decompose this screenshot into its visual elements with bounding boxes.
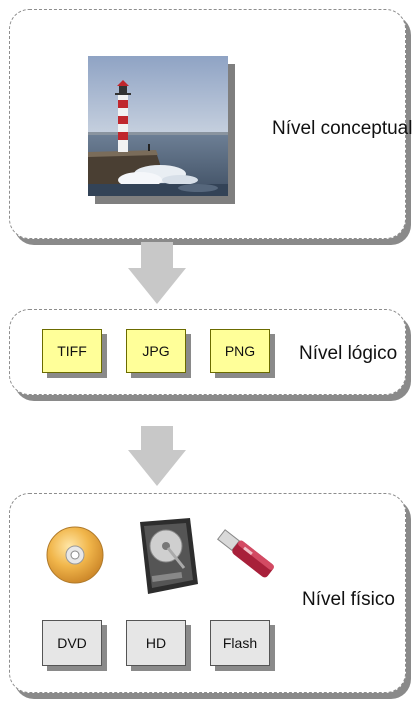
jpg-format-box: JPG [126,329,186,373]
logical-level-label: Nível lógico [299,343,398,364]
tiff-format-box: TIFF [42,329,102,373]
hd-media-box: HD [126,620,186,666]
physical-level-label: Nível físico [302,589,395,610]
dvd-media-box: DVD [42,620,102,666]
usb-flash-drive-icon [217,529,274,578]
dvd-disc-icon [46,526,104,584]
logical-level-panel: TIFF JPG PNG Nível lógico [9,309,406,395]
down-arrow-icon [128,242,186,304]
flash-media-box: Flash [210,620,270,666]
conceptual-level-label: Nível conceptual [272,118,413,139]
down-arrow-icon [128,426,186,486]
png-format-box: PNG [210,329,270,373]
conceptual-level-panel: Nível conceptual [9,9,412,239]
hard-drive-icon [140,518,198,594]
lighthouse-photo [88,56,228,196]
physical-level-panel: DVD HD Flash Nível físico [9,493,406,693]
